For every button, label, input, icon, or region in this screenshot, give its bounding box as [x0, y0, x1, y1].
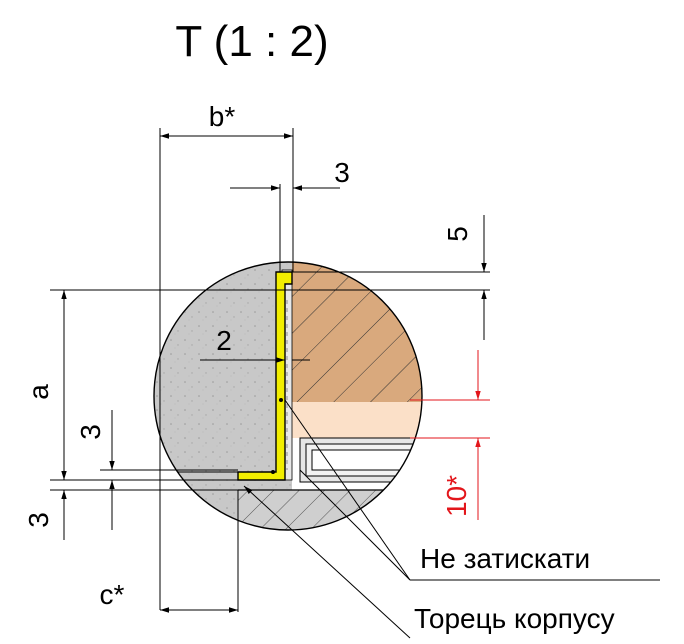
callout-case-edge: Торець корпусу	[414, 603, 615, 634]
detail-circle	[154, 262, 422, 530]
light-panel	[292, 402, 422, 438]
dim-b-label: b*	[209, 101, 236, 132]
dim-a-label: a	[23, 384, 54, 400]
extension-lines	[50, 128, 490, 612]
leader-lines	[243, 399, 660, 639]
dim-2-label: 2	[216, 325, 232, 356]
drawing-title: T (1 : 2)	[175, 17, 328, 66]
l-profile	[237, 271, 293, 481]
dim-10-label: 10*	[441, 475, 472, 517]
dim-3-lower-label: 3	[23, 512, 54, 528]
dim-gap-label: 3	[334, 157, 350, 188]
dim-c-label: c*	[100, 579, 125, 610]
dim-5-label: 5	[442, 226, 473, 242]
dim-3-upper-label: 3	[75, 424, 106, 440]
callout-do-not-press: Не затискати	[420, 543, 590, 574]
